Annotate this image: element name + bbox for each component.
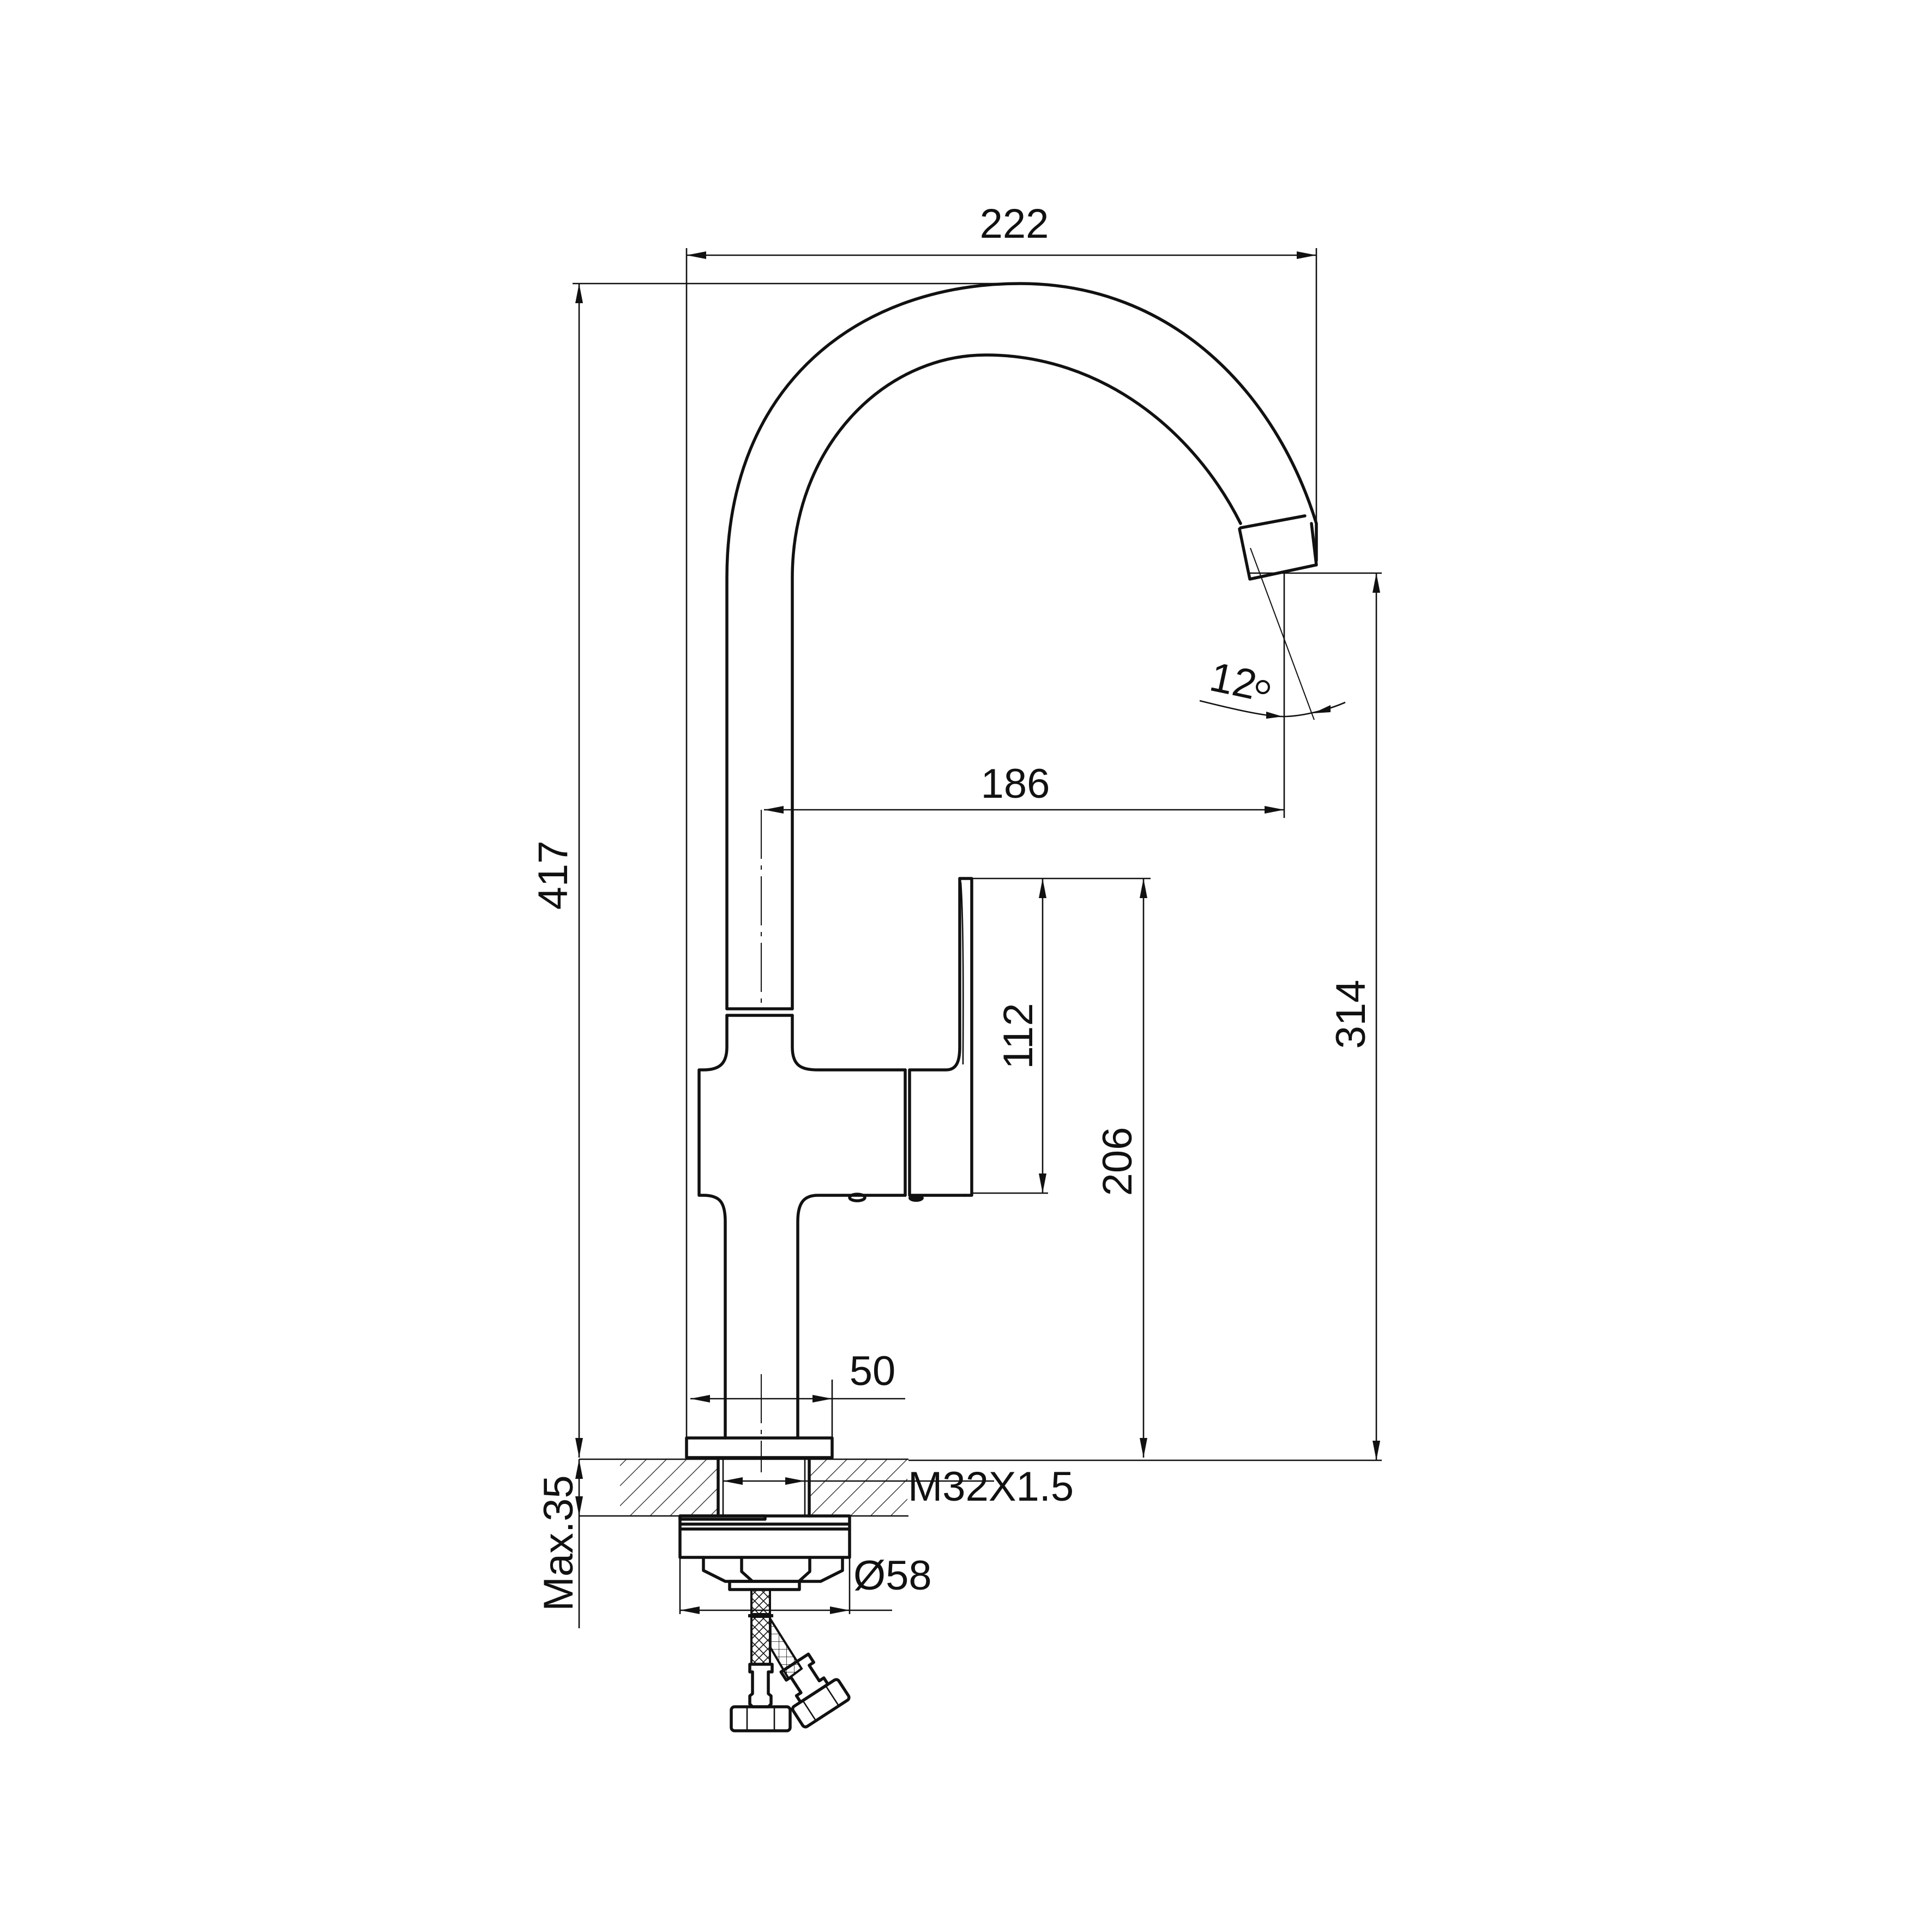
- dim-outlet-height: 314: [1328, 980, 1374, 1049]
- mixer-body: [697, 1014, 907, 1440]
- countertop-hatch-right: [809, 1460, 907, 1515]
- dim-max-deck-thickness: Max.35: [535, 1475, 582, 1611]
- dimension-labels: 222 417 12 186 112 206 314 50 M32X1.5 Ø5…: [530, 201, 1374, 1611]
- lever-handle: [958, 877, 973, 1197]
- hose-straight-nut: [730, 1705, 792, 1732]
- cartridge-screw: [908, 1194, 924, 1202]
- dim-lever-length: 112: [995, 1003, 1042, 1069]
- countertop-hatch-left: [620, 1460, 718, 1515]
- spout-inner-contour: [791, 353, 1242, 1010]
- hose-straight-fitting: [748, 1663, 774, 1708]
- dim-spout-reach: 186: [981, 761, 1050, 807]
- dim-lever-height: 206: [1094, 1127, 1141, 1196]
- threaded-shank: [717, 1458, 811, 1518]
- hose-straight-braid: [750, 1613, 771, 1665]
- dim-spout-width: 222: [980, 201, 1049, 247]
- hose-angled-nut: [791, 1678, 851, 1729]
- dim-spout-angle: 12: [1206, 653, 1260, 708]
- lever-screw: [848, 1193, 866, 1202]
- hose-upper-braid: [750, 1588, 771, 1618]
- base-plate: [685, 1436, 834, 1459]
- aerator-tip: [1238, 514, 1318, 581]
- mounting-plate: [678, 1514, 851, 1559]
- hex-nut: [702, 1556, 844, 1583]
- dimension-lines: [573, 248, 1382, 1628]
- spout-joint-ring: [725, 1007, 794, 1017]
- cartridge-cap: [904, 877, 966, 1197]
- dim-base-diameter: 50: [850, 1348, 896, 1394]
- degree-symbol-icon: [1256, 680, 1270, 694]
- countertop-section: [579, 1458, 908, 1591]
- spout-outer-contour: [725, 282, 1318, 1010]
- supply-hoses: [730, 1588, 851, 1732]
- dim-total-height: 417: [530, 841, 576, 910]
- nut-collar: [728, 1580, 801, 1591]
- lever-handle-edge: [960, 882, 964, 1065]
- dim-flange-diameter: Ø58: [853, 1552, 932, 1599]
- dim-thread: M32X1.5: [908, 1464, 1074, 1510]
